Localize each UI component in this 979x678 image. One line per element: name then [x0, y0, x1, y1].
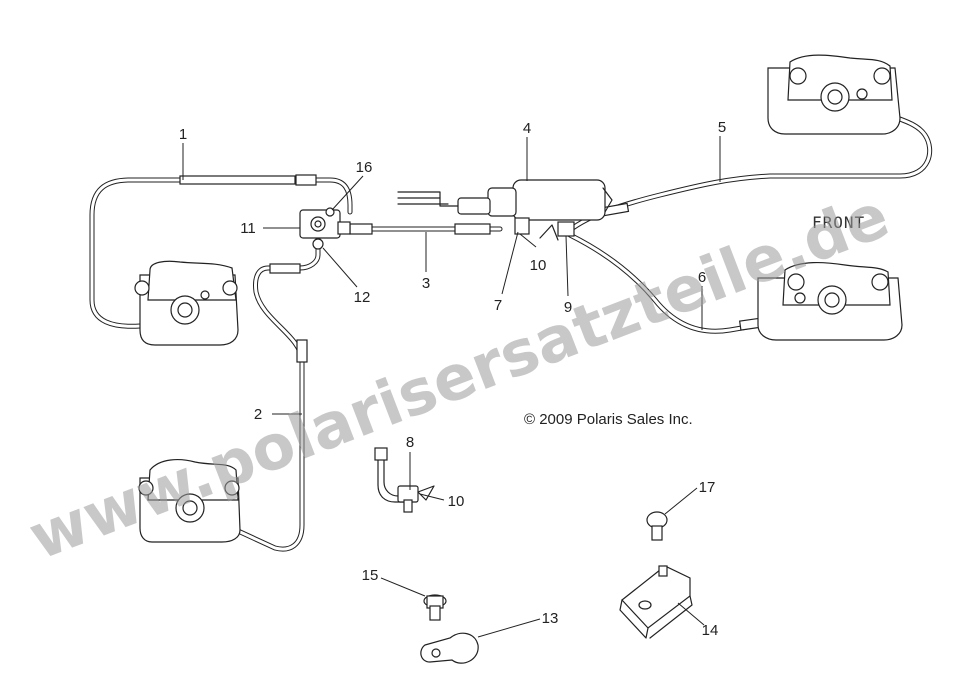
callout-5: 5: [718, 119, 726, 136]
screw-17: [646, 511, 668, 541]
callout-13: 13: [542, 610, 559, 627]
bracket-14: [619, 565, 693, 639]
caliper-rear-left-lower: [138, 459, 241, 543]
caliper-rear-left-upper: [134, 260, 239, 346]
callout-10-lower: 10: [448, 493, 465, 510]
callout-7: 7: [494, 297, 502, 314]
brake-line-3: [337, 223, 503, 235]
leader-lines: [182, 136, 721, 638]
callout-8: 8: [406, 434, 414, 451]
brake-line-2: [222, 232, 321, 552]
callout-11: 11: [240, 220, 256, 237]
callout-6: 6: [698, 269, 706, 286]
callout-10-upper: 10: [530, 257, 547, 274]
brake-line-1: [89, 174, 353, 329]
callout-2: 2: [254, 406, 262, 423]
callout-15: 15: [362, 567, 379, 584]
caliper-front-right-upper: [767, 54, 901, 135]
callout-16: 16: [356, 159, 373, 176]
callout-4: 4: [523, 120, 531, 137]
callout-1: 1: [179, 126, 187, 143]
junction-block: [299, 207, 351, 250]
callout-labels: 1 2 3 4 5 6 7 8 9 10 10 11 12 13 14 15 1…: [179, 119, 726, 639]
front-label: FRONT: [812, 213, 865, 232]
caliper-front-right-lower: [757, 262, 903, 341]
callout-3: 3: [422, 275, 430, 292]
callout-17: 17: [699, 479, 716, 496]
master-cylinder: [397, 179, 613, 241]
watermark-text: www.polarisersatzteile.de: [19, 178, 898, 574]
callout-14: 14: [702, 622, 719, 639]
bolt-15: [423, 594, 447, 621]
callout-9: 9: [564, 299, 572, 316]
callout-12: 12: [354, 289, 371, 306]
clamp-13: [420, 632, 479, 664]
banjo-fitting-8: [374, 447, 435, 513]
copyright-text: © 2009 Polaris Sales Inc.: [524, 411, 693, 428]
